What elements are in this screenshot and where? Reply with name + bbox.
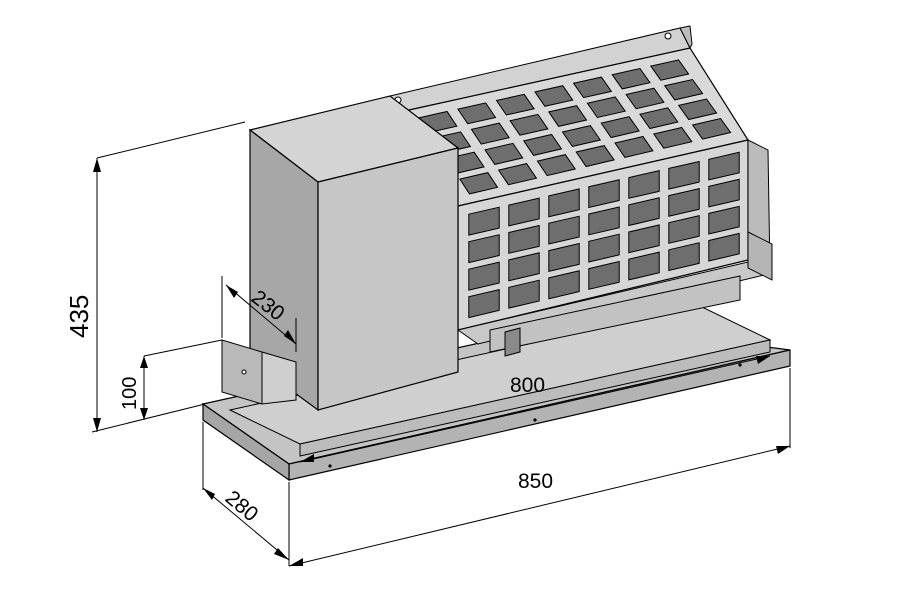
filter-slot: [663, 78, 704, 101]
filter-slot: [600, 116, 640, 139]
filter-slot: [628, 251, 660, 281]
filter-slot: [572, 76, 613, 99]
filter-grid-front: [468, 151, 740, 319]
filter-slot: [708, 232, 740, 262]
filter-slot: [536, 154, 577, 177]
screw-hole: [328, 464, 332, 468]
filter-slot: [588, 179, 620, 209]
filter-slot: [508, 224, 540, 254]
filter-slot: [625, 87, 665, 110]
screw-hole: [738, 363, 742, 367]
filter-slot: [522, 133, 563, 156]
filter-slot: [668, 187, 700, 217]
filter-slot: [497, 163, 538, 186]
filter-slot: [458, 172, 499, 195]
filter-slot: [575, 145, 615, 168]
filter-slot: [495, 93, 535, 116]
screw-hole: [533, 418, 537, 422]
filter-slot: [668, 160, 700, 190]
filter-slot: [628, 169, 660, 199]
filter-slot: [457, 102, 497, 125]
filter-slot: [588, 206, 620, 236]
filter-slot: [468, 261, 500, 291]
filter-slot: [548, 270, 580, 300]
dim-label-800: 800: [510, 374, 545, 397]
filter-slot: [509, 113, 549, 136]
filter-slot: [468, 288, 500, 319]
dimension-arrowheads: [93, 158, 790, 566]
dim-label-100: 100: [119, 377, 141, 410]
filter-slot: [652, 126, 693, 149]
base-tray: [201, 305, 791, 482]
filter-slot: [708, 151, 740, 181]
filter-slot: [691, 117, 732, 140]
filter-slot: [547, 105, 588, 127]
filter-slot: [628, 197, 660, 227]
filter-slot: [614, 135, 654, 158]
left-mounting-bracket: [221, 339, 297, 405]
filter-slot: [668, 214, 700, 244]
filter-slot: [708, 178, 740, 208]
filter-slot: [484, 142, 524, 165]
filter-slot: [468, 206, 500, 236]
filter-slot: [508, 197, 540, 227]
dim-label-850: 850: [518, 470, 553, 493]
filter-slot: [534, 85, 574, 107]
filter-slot: [677, 98, 718, 121]
mount-hole: [664, 32, 672, 40]
filter-slot: [548, 188, 580, 218]
dimension-lines: [91, 121, 791, 567]
filter-slot: [668, 242, 700, 272]
filter-slot: [468, 234, 500, 264]
filter-slot: [548, 215, 580, 245]
filter-slot: [588, 233, 620, 263]
front-casing: [248, 95, 460, 412]
filter-slot: [470, 122, 510, 145]
dim-label-280: 280: [221, 486, 263, 526]
filter-slot: [628, 224, 660, 254]
filter-slot: [611, 67, 651, 90]
filter-slot: [588, 260, 620, 290]
filter-slot: [508, 252, 540, 282]
filter-slot: [708, 205, 740, 235]
filter-slot: [561, 125, 602, 147]
dim-label-435: 435: [64, 295, 94, 338]
filter-slot: [639, 107, 679, 130]
filter-slot: [649, 59, 690, 81]
filter-slot: [548, 242, 580, 273]
filter-slot: [586, 96, 627, 119]
filter-slot: [508, 279, 540, 309]
